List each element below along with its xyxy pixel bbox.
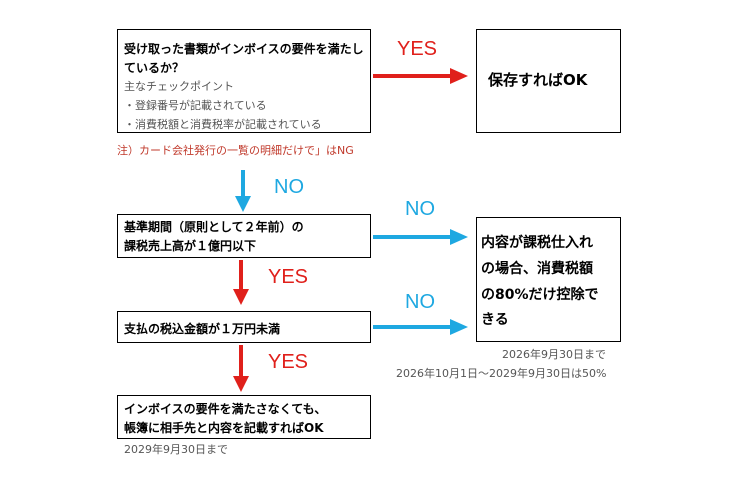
result-line-1: 内容が課税仕入れ xyxy=(481,235,593,251)
no-arrow-right-middle xyxy=(373,229,468,245)
no-arrow-right-bottom xyxy=(373,319,468,335)
no-label-top: NO xyxy=(274,176,304,198)
yes-label-bottom: YES xyxy=(268,351,309,373)
result-later-note: 2026年10月1日〜2029年9月30日は50% xyxy=(396,367,607,380)
ledger-deadline-note: 2029年9月30日まで xyxy=(124,443,228,456)
payment-amount-question-box xyxy=(117,311,371,343)
checkpoint-item-1: ・登録番号が記載されている xyxy=(124,99,267,112)
yes-arrow-right-top xyxy=(373,68,468,84)
no-label-bottom: NO xyxy=(405,291,435,313)
deduction-result-box xyxy=(476,217,621,342)
no-label-middle: NO xyxy=(405,198,435,220)
base-period-line-2: 課税売上高が１億円以下 xyxy=(124,239,257,253)
yes-label-top: YES xyxy=(397,38,438,60)
result-deadline-note: 2026年9月30日まで xyxy=(502,348,606,361)
question-line-2: ているか？ xyxy=(124,61,185,75)
yes-arrow-down-middle xyxy=(233,260,249,305)
result-line-3: の80%だけ控除で xyxy=(481,287,599,303)
card-note: 注）カード会社発行の一覧の明細だけで」はNG xyxy=(117,144,354,157)
checkpoint-item-2: ・消費税額と消費税率が記載されている xyxy=(124,118,322,131)
question-line-1: 受け取った書類がインボイスの要件を満たし xyxy=(124,42,364,56)
ledger-line-2: 帳簿に相手先と内容を記載すればOK xyxy=(124,421,324,435)
yes-label-middle: YES xyxy=(268,266,309,288)
save-ok-text: 保存すればOK xyxy=(488,71,588,89)
base-period-line-1: 基準期間（原則として２年前）の xyxy=(124,220,304,234)
result-line-2: の場合、消費税額 xyxy=(481,261,593,277)
no-arrow-down-top xyxy=(235,170,251,212)
ledger-record-box xyxy=(117,395,371,439)
invoice-requirement-question-box xyxy=(117,29,371,133)
checkpoint-title: 主なチェックポイント xyxy=(124,80,234,93)
result-line-4: きる xyxy=(481,312,509,328)
yes-arrow-down-bottom xyxy=(233,345,249,392)
base-period-question-box xyxy=(117,214,371,258)
save-ok-box xyxy=(476,29,621,133)
ledger-line-1: インボイスの要件を満たさなくても、 xyxy=(124,402,327,416)
payment-amount-text: 支払の税込金額が１万円未満 xyxy=(124,322,281,336)
